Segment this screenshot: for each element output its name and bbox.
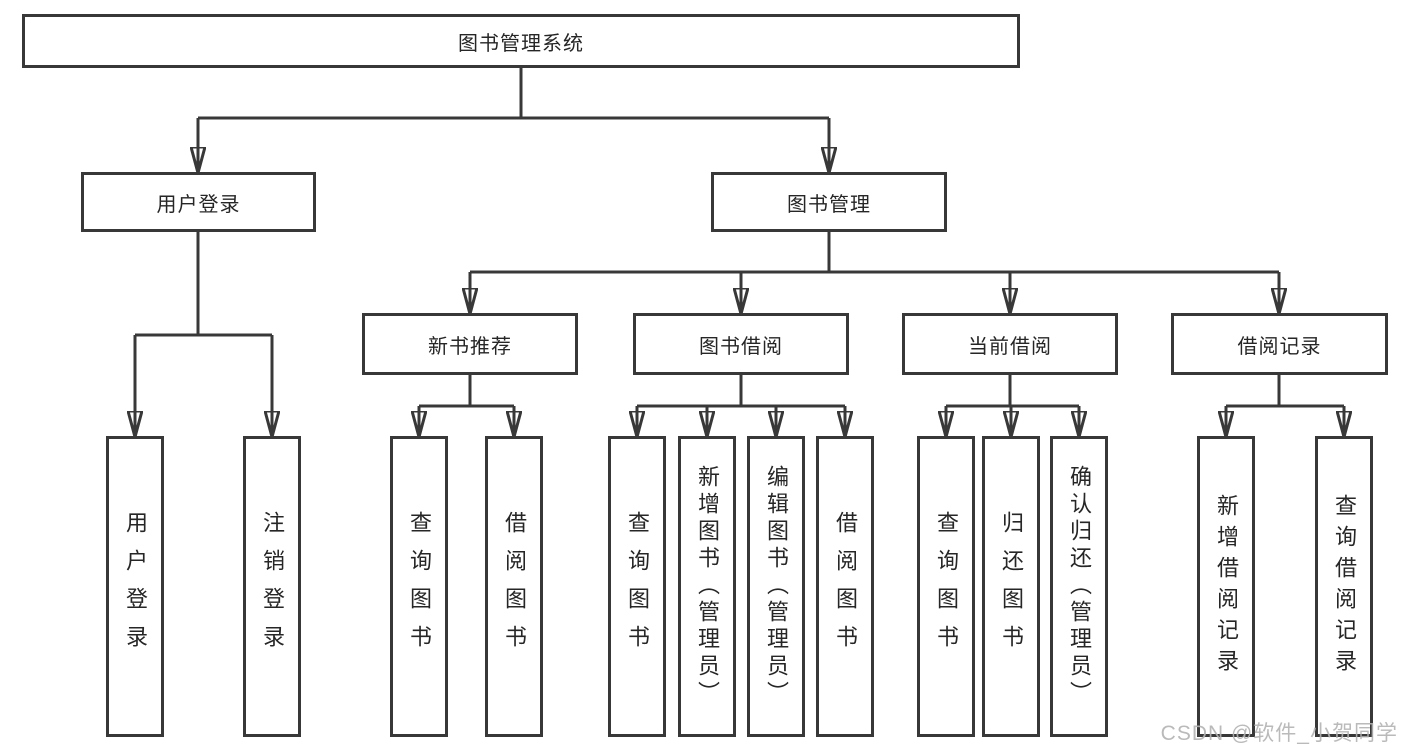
leaf-records-query-record-label: 查询借阅记录 <box>1332 493 1357 680</box>
node-user-login-label: 用户登录 <box>156 193 241 216</box>
node-book-management-label: 图书管理 <box>787 193 871 216</box>
leaf-current-return-books-label: 归还图书 <box>999 510 1024 663</box>
leaf-current-return-books: 归还图书 <box>982 436 1040 737</box>
leaf-borrow-edit-books-admin: 编辑图书（管理员） <box>747 436 805 737</box>
node-new-book-recommend: 新书推荐 <box>362 313 578 375</box>
node-borrow-records: 借阅记录 <box>1171 313 1388 375</box>
leaf-current-query-books: 查询图书 <box>917 436 975 737</box>
leaf-logout-label: 注销登录 <box>260 510 285 663</box>
leaf-records-add-record-label: 新增借阅记录 <box>1214 493 1239 680</box>
node-borrow-records-label: 借阅记录 <box>1237 335 1322 358</box>
leaf-records-query-record: 查询借阅记录 <box>1315 436 1373 737</box>
leaf-recommend-query-books-label: 查询图书 <box>407 510 432 663</box>
leaf-borrow-add-books-admin: 新增图书（管理员） <box>678 436 736 737</box>
leaf-logout: 注销登录 <box>243 436 301 737</box>
leaf-user-login: 用户登录 <box>106 436 164 737</box>
node-user-login: 用户登录 <box>81 172 316 232</box>
leaf-current-query-books-label: 查询图书 <box>934 510 959 663</box>
node-root-label: 图书管理系统 <box>458 32 584 55</box>
leaf-borrow-borrow-books-label: 借阅图书 <box>833 510 858 663</box>
leaf-borrow-borrow-books: 借阅图书 <box>816 436 874 737</box>
leaf-current-confirm-return-admin: 确认归还（管理员） <box>1050 436 1108 737</box>
leaf-borrow-edit-books-admin-label: 编辑图书（管理员） <box>764 465 789 708</box>
leaf-user-login-label: 用户登录 <box>123 510 148 663</box>
node-book-borrow: 图书借阅 <box>633 313 849 375</box>
node-root: 图书管理系统 <box>22 14 1020 68</box>
watermark: CSDN @软件_小贺同学 <box>1160 722 1398 745</box>
leaf-recommend-borrow-books: 借阅图书 <box>485 436 543 737</box>
node-new-book-recommend-label: 新书推荐 <box>428 335 512 358</box>
leaf-borrow-add-books-admin-label: 新增图书（管理员） <box>695 465 720 708</box>
leaf-borrow-query-books: 查询图书 <box>608 436 666 737</box>
leaf-recommend-query-books: 查询图书 <box>390 436 448 737</box>
node-book-borrow-label: 图书借阅 <box>699 335 783 358</box>
leaf-borrow-query-books-label: 查询图书 <box>625 510 650 663</box>
leaf-recommend-borrow-books-label: 借阅图书 <box>502 510 527 663</box>
leaf-records-add-record: 新增借阅记录 <box>1197 436 1255 737</box>
node-current-borrow: 当前借阅 <box>902 313 1118 375</box>
node-current-borrow-label: 当前借阅 <box>968 335 1052 358</box>
node-book-management: 图书管理 <box>711 172 947 232</box>
leaf-current-confirm-return-admin-label: 确认归还（管理员） <box>1067 465 1092 708</box>
